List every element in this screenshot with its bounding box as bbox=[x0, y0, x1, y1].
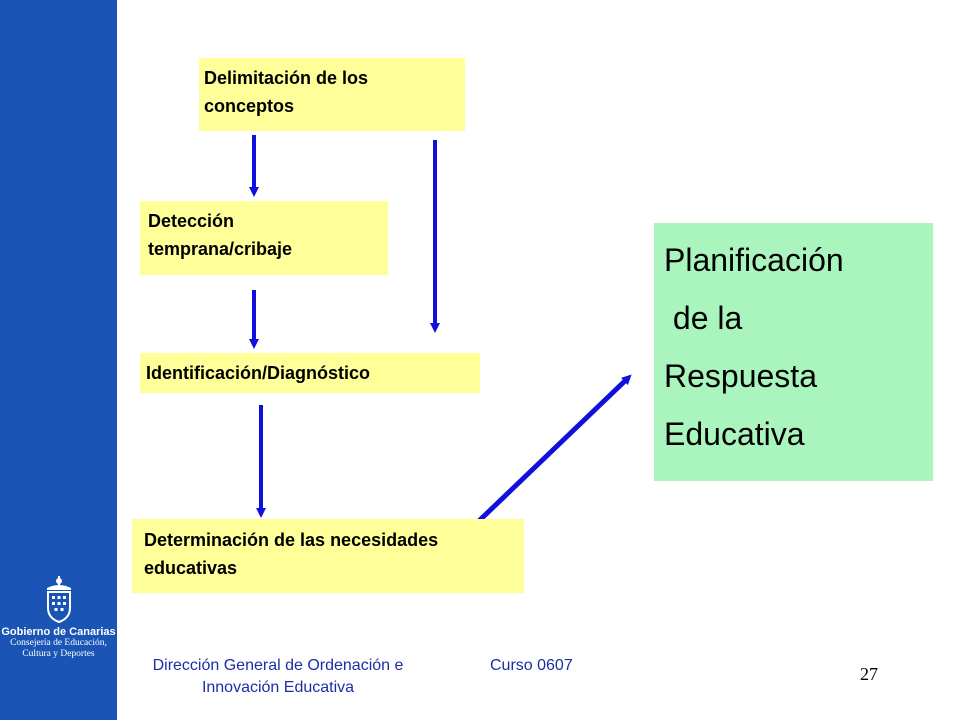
result-line-1: Planificación bbox=[664, 242, 844, 278]
result-line-3: Respuesta bbox=[664, 358, 817, 394]
logo-name: Gobierno de Canarias bbox=[1, 626, 116, 638]
footer-institution: Dirección General de Ordenación e Innova… bbox=[152, 657, 404, 696]
planning-result-box: Planificación de la Respuesta Educativa bbox=[654, 223, 933, 481]
identification-box: Identificación/Diagnóstico bbox=[140, 353, 480, 393]
footer-course: Curso 0607 bbox=[490, 657, 573, 674]
arrow-needs-to-planning bbox=[456, 374, 632, 543]
sidebar-band bbox=[0, 0, 117, 720]
result-line-2: de la bbox=[664, 300, 743, 336]
concepts-box: Delimitación de los conceptos bbox=[199, 58, 465, 131]
logo-subtitle-2: Cultura y Deportes bbox=[22, 649, 95, 659]
government-logo: Gobierno de Canarias Consejería de Educa… bbox=[0, 576, 117, 660]
coat-of-arms-icon bbox=[46, 576, 71, 624]
detection-box: Detección temprana/cribaje bbox=[140, 201, 388, 275]
result-line-4: Educativa bbox=[664, 416, 805, 452]
logo-subtitle-1: Consejería de Educación, bbox=[10, 638, 107, 648]
page-number: 27 bbox=[860, 664, 878, 684]
needs-box: Determinación de las necesidades educati… bbox=[132, 519, 524, 593]
